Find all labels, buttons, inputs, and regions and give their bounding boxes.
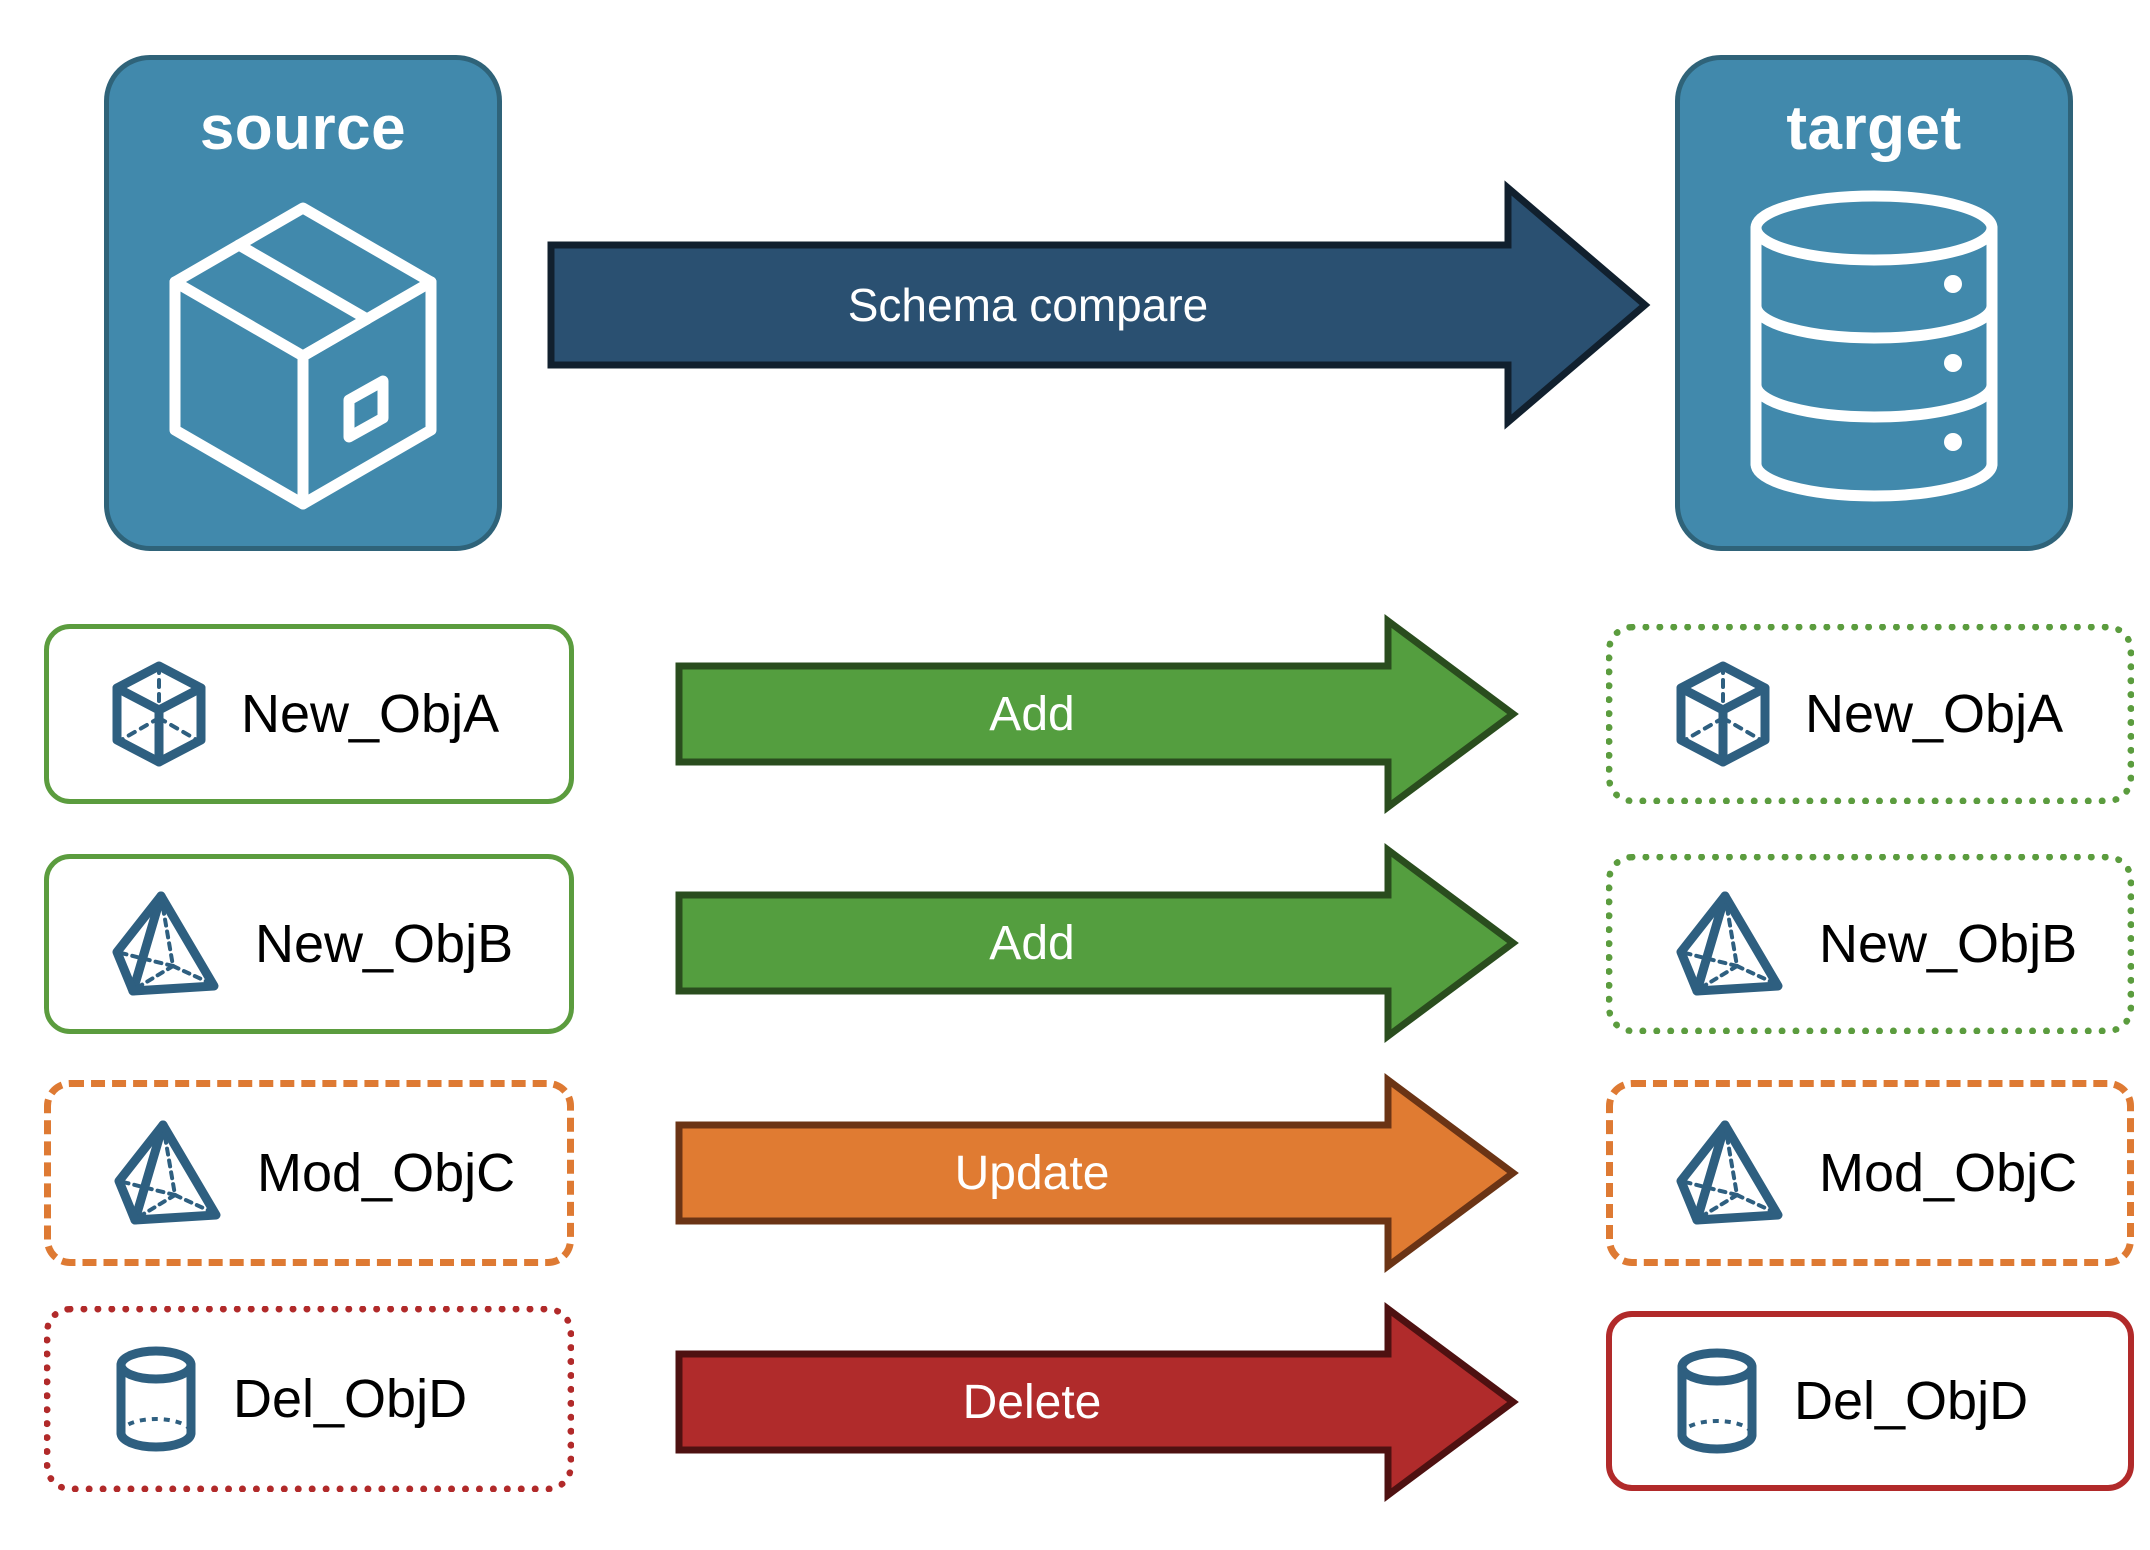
source-object-label: Mod_ObjC [257, 1143, 516, 1203]
pyramid-wireframe-icon [111, 890, 221, 998]
source-panel: source [104, 55, 502, 551]
source-object-box[interactable]: Mod_ObjC [44, 1080, 574, 1266]
target-object-label: New_ObjA [1805, 684, 2064, 744]
schema-compare-arrow: Schema compare [547, 180, 1651, 430]
cube-wireframe-icon [111, 660, 207, 768]
target-panel-title: target [1786, 94, 1962, 163]
package-box-icon [153, 186, 453, 510]
pyramid-wireframe-icon [113, 1119, 223, 1227]
cylinder-icon [113, 1345, 199, 1453]
target-object-label: New_ObjB [1819, 914, 2078, 974]
database-cylinder-icon [1744, 186, 2004, 506]
target-object-box[interactable]: New_ObjB [1606, 854, 2134, 1034]
target-object-label: Mod_ObjC [1819, 1143, 2078, 1203]
cube-wireframe-icon [1675, 660, 1771, 768]
target-object-box[interactable]: Del_ObjD [1606, 1311, 2134, 1491]
source-object-box[interactable]: New_ObjB [44, 854, 574, 1034]
target-object-box[interactable]: New_ObjA [1606, 624, 2134, 804]
cylinder-icon [1674, 1347, 1760, 1455]
action-arrow-delete: Delete [675, 1302, 1519, 1502]
target-object-label: Del_ObjD [1794, 1371, 2029, 1431]
action-arrow-add-2: Add [675, 843, 1519, 1043]
action-arrow-update: Update [675, 1073, 1519, 1273]
target-panel: target [1675, 55, 2073, 551]
action-arrow-add-1: Add [675, 614, 1519, 814]
source-object-label: Del_ObjD [233, 1369, 468, 1429]
source-object-box[interactable]: New_ObjA [44, 624, 574, 804]
pyramid-wireframe-icon [1675, 890, 1785, 998]
source-object-label: New_ObjB [255, 914, 514, 974]
source-object-label: New_ObjA [241, 684, 500, 744]
source-panel-title: source [199, 94, 407, 163]
pyramid-wireframe-icon [1675, 1119, 1785, 1227]
source-object-box[interactable]: Del_ObjD [44, 1306, 574, 1492]
target-object-box[interactable]: Mod_ObjC [1606, 1080, 2134, 1266]
